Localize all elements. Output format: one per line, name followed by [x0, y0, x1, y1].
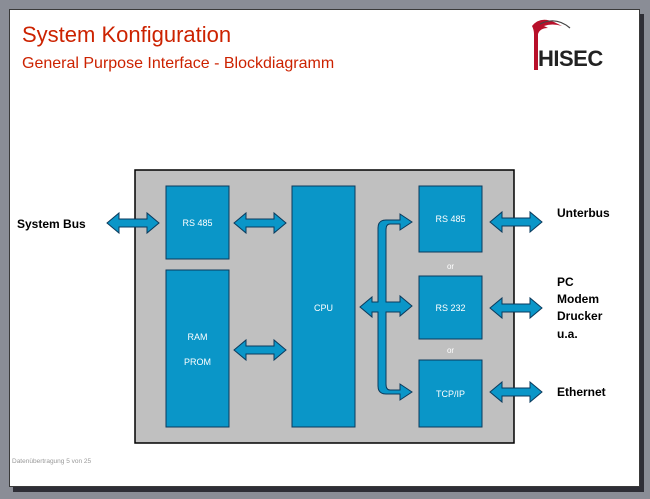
unterbus-label: Unterbus — [557, 206, 610, 220]
or-label-2: or — [447, 346, 454, 355]
memory-block — [165, 269, 230, 428]
page-subtitle: General Purpose Interface - Blockdiagram… — [22, 55, 335, 72]
ethernet-arrow-icon — [489, 381, 543, 403]
cpu-fanout-bus-icon — [359, 213, 413, 401]
modem-label: Modem — [557, 292, 599, 306]
rs232-block — [418, 275, 483, 340]
or-label-1: or — [447, 262, 454, 271]
unterbus-arrow-icon — [489, 211, 543, 233]
drucker-label: Drucker — [557, 309, 603, 323]
page-footer: Datenübertragung 5 von 25 — [12, 458, 92, 465]
ram-label: RAM — [188, 332, 208, 342]
prom-label: PROM — [184, 357, 211, 367]
hisec-logo: HISEC — [532, 19, 604, 71]
ethernet-label: Ethernet — [557, 385, 606, 399]
tcpip-block — [418, 359, 483, 428]
system-bus-arrow-icon — [106, 212, 160, 234]
page-title: System Konfiguration — [22, 22, 232, 47]
rs485-left-block — [165, 185, 230, 260]
rs485-right-block — [418, 185, 483, 253]
cpu-label: CPU — [314, 303, 333, 313]
rs485-left-label: RS 485 — [182, 218, 212, 228]
logo-text: HISEC — [538, 46, 603, 71]
rs232-label: RS 232 — [435, 303, 465, 313]
logo-hook-icon — [532, 19, 562, 70]
cpu-block — [291, 185, 356, 428]
rs485-right-label: RS 485 — [435, 214, 465, 224]
pc-arrow-icon — [489, 297, 543, 319]
tcpip-label: TCP/IP — [436, 389, 465, 399]
logo-arc-icon — [539, 20, 571, 29]
system-bus-label: System Bus — [17, 217, 86, 231]
ua-label: u.a. — [557, 327, 578, 341]
pc-label: PC — [557, 275, 574, 289]
